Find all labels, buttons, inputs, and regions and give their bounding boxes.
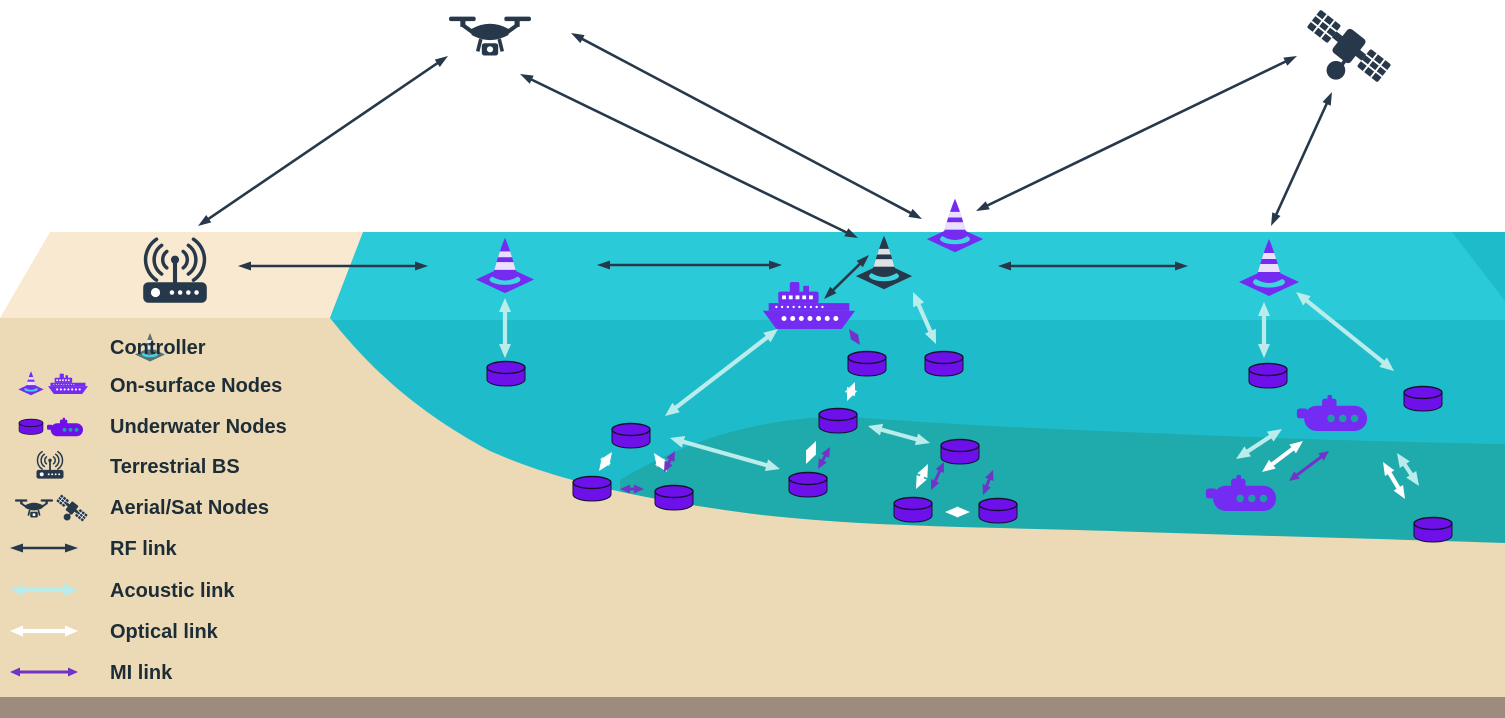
legend-label-aerial-sat: Aerial/Sat Nodes	[110, 497, 269, 519]
mi-link	[818, 447, 830, 469]
optical-link	[945, 506, 970, 518]
rf-link	[976, 56, 1297, 211]
optical-link	[844, 382, 858, 401]
seabed-sand	[0, 318, 1505, 697]
underwater-node	[1403, 385, 1443, 412]
rf-link	[1271, 92, 1332, 226]
acoustic-link	[1258, 302, 1270, 358]
acoustic-link	[913, 292, 936, 344]
beach-top-face	[0, 232, 363, 318]
underwater-node	[611, 422, 651, 449]
rf-link	[238, 261, 428, 271]
mi-link	[849, 329, 860, 345]
legend-label-rf-link: RF link	[110, 538, 178, 560]
underwater-node	[654, 484, 694, 511]
legend-label-optical-link: Optical link	[110, 621, 219, 643]
legend-link-samples	[10, 543, 78, 677]
mi-link	[982, 470, 994, 495]
optical-link	[10, 625, 78, 637]
underwater-node	[1248, 362, 1288, 389]
legend-label-mi-link: MI link	[110, 662, 173, 684]
optical-link	[1262, 441, 1303, 472]
acoustic-link	[665, 329, 778, 416]
mi-link	[620, 484, 644, 494]
water-surface-layer	[330, 232, 1505, 320]
underwater-node	[847, 350, 887, 377]
mi-link	[10, 667, 78, 677]
rf-link	[998, 261, 1188, 271]
underwater-node	[924, 350, 964, 377]
rf-link	[824, 255, 869, 299]
acoustic-link	[1296, 292, 1394, 371]
ground-footer-bar	[0, 697, 1505, 718]
links-layer	[198, 33, 1419, 518]
underwater-node	[788, 471, 828, 498]
legend: Controller On-surface Nodes Underwater N…	[10, 333, 287, 684]
rf-link	[10, 543, 78, 553]
rf-link	[198, 56, 448, 226]
legend-label-underwater: Underwater Nodes	[110, 416, 287, 438]
optical-link	[599, 452, 612, 471]
acoustic-link	[1397, 453, 1419, 486]
rf-link	[571, 33, 922, 219]
acoustic-link	[670, 436, 780, 471]
acoustic-link	[868, 423, 930, 446]
legend-label-on-surface: On-surface Nodes	[110, 375, 282, 397]
underwater-node	[978, 497, 1018, 524]
acoustic-link	[10, 584, 78, 596]
underwater-node	[940, 438, 980, 465]
legend-label-acoustic-link: Acoustic link	[110, 580, 235, 602]
underwater-node	[1413, 516, 1453, 543]
mi-link	[1289, 451, 1329, 481]
rf-link	[597, 260, 782, 270]
legend-cylinder-icon	[18, 418, 44, 436]
acoustic-link	[499, 298, 511, 358]
rf-link	[520, 74, 858, 238]
mi-link	[664, 451, 675, 472]
optical-link	[916, 464, 928, 489]
legend-label-controller: Controller	[110, 337, 206, 359]
legend-label-terrestrial: Terrestrial BS	[110, 456, 240, 478]
underwater-node	[818, 407, 858, 434]
optical-link	[654, 453, 667, 472]
mi-link	[931, 462, 944, 490]
underwater-node	[486, 360, 526, 387]
optical-link	[1383, 462, 1405, 499]
acoustic-link	[1236, 429, 1282, 459]
underwater-node	[893, 496, 933, 523]
underwater-node	[572, 475, 612, 502]
optical-link	[805, 441, 817, 464]
